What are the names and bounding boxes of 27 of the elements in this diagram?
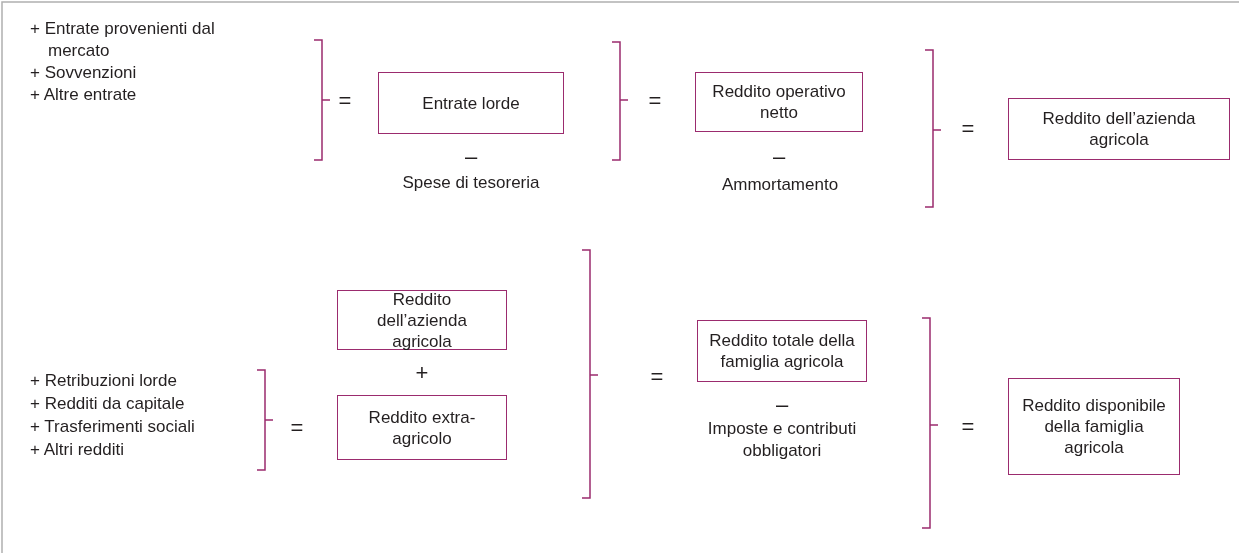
text-box: Reddito totale della famiglia agricola: [697, 320, 867, 382]
text-box: Reddito dell’azienda agricola: [1008, 98, 1230, 160]
equals-sign: =: [337, 90, 353, 112]
minus-sign: –: [774, 394, 790, 416]
subtraction-label: Ammortamento: [720, 174, 840, 196]
subtraction-label: Spese di tesoreria: [401, 172, 541, 194]
equals-sign: =: [960, 118, 976, 140]
equals-sign: =: [647, 90, 663, 112]
list-item: + Redditi da capitale: [30, 393, 186, 415]
list-item: + Trasferimenti sociali: [30, 416, 196, 438]
list-item: + Altre entrate: [30, 84, 138, 106]
list-item: + Entrate provenienti dal mercato: [30, 18, 216, 62]
plus-sign: +: [414, 362, 430, 384]
text-box: Entrate lorde: [378, 72, 564, 134]
subtraction-label: Imposte e contributi obbligatori: [706, 418, 858, 462]
equals-sign: =: [960, 416, 976, 438]
text-box: Reddito dell’azienda agricola: [337, 290, 507, 350]
equals-sign: =: [649, 366, 665, 388]
list-item: + Retribuzioni lorde: [30, 370, 178, 392]
minus-sign: –: [771, 146, 787, 168]
text-box: Reddito operativo netto: [695, 72, 863, 132]
text-box: Reddito disponibile della famiglia agricola: [1008, 378, 1180, 475]
minus-sign: –: [463, 146, 479, 168]
list-item: + Sovvenzioni: [30, 62, 138, 84]
list-item: + Altri redditi: [30, 439, 125, 461]
equals-sign: =: [289, 417, 305, 439]
text-box: Reddito extra-agricolo: [337, 395, 507, 460]
